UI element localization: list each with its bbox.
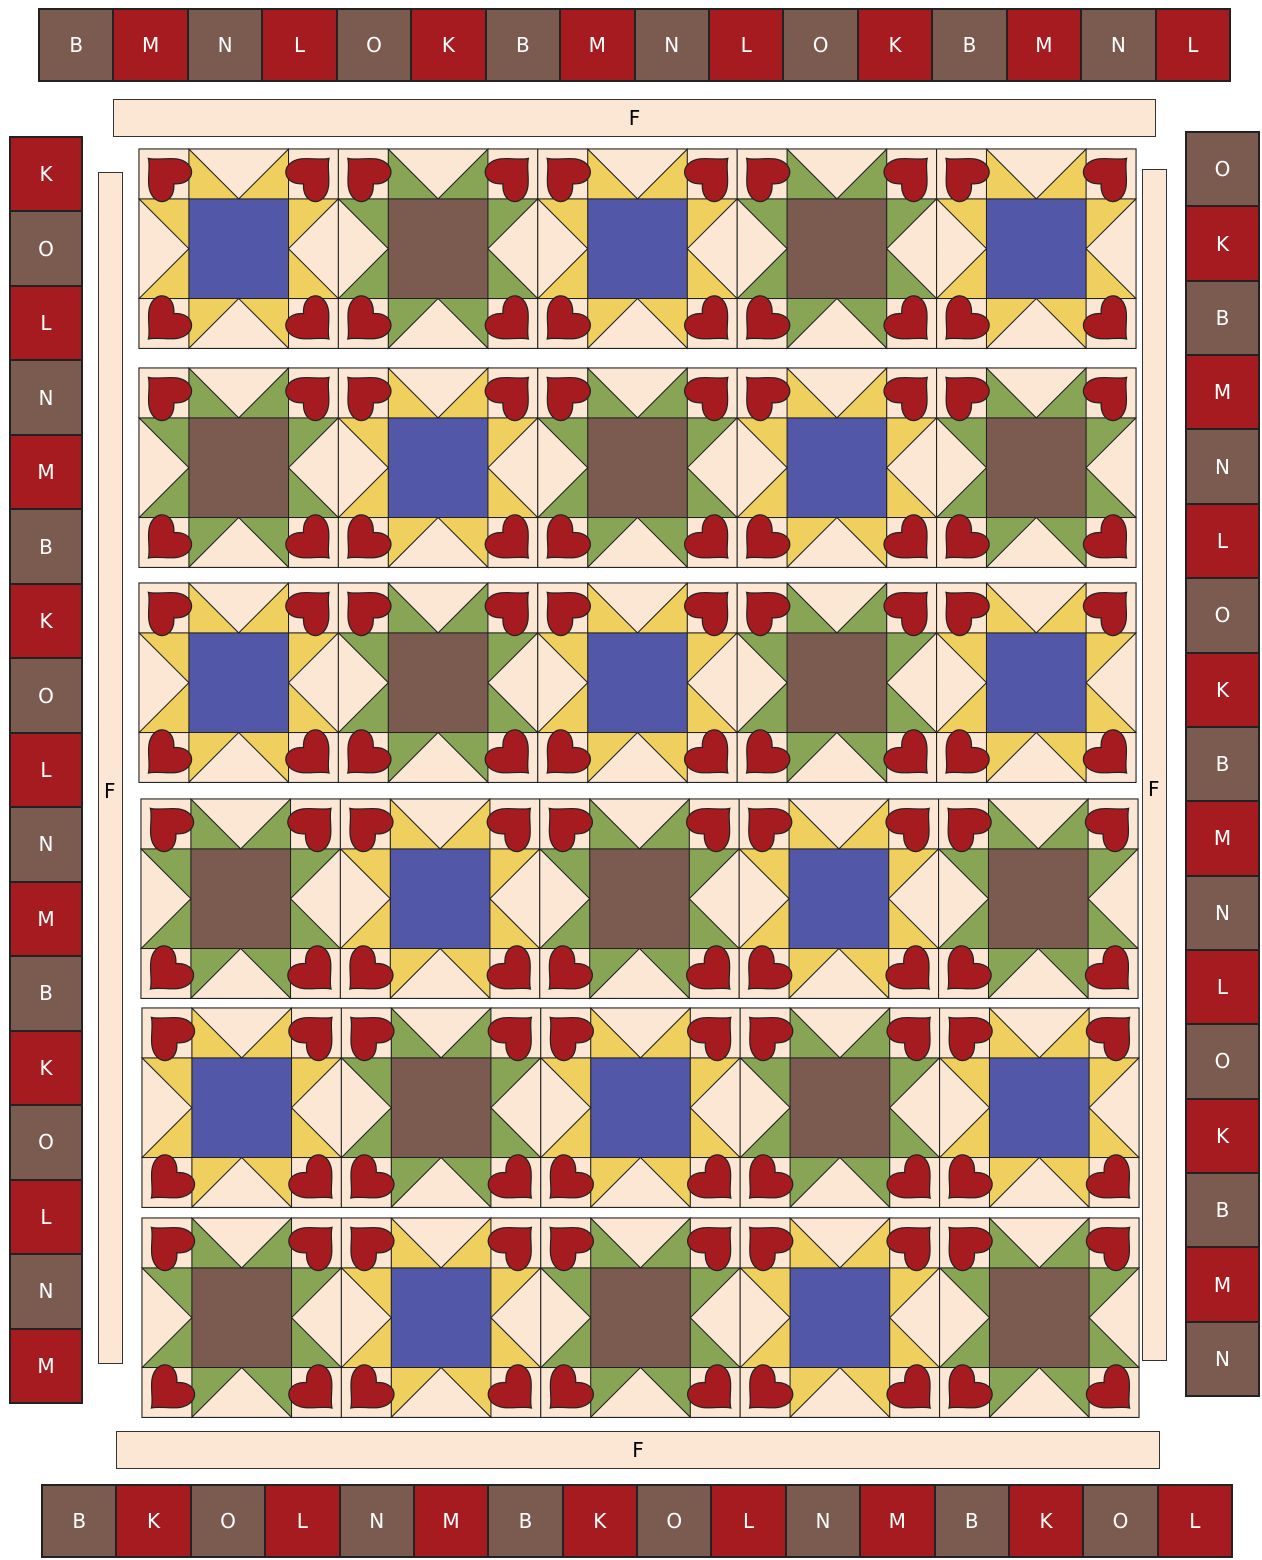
block-center-square [191, 849, 291, 949]
star-block [133, 791, 348, 1006]
block-center-square [986, 199, 1086, 299]
star-block [932, 1000, 1147, 1215]
block-center-square [790, 1058, 890, 1158]
star-block [131, 141, 346, 356]
star-block [530, 575, 745, 790]
block-center-square [989, 1268, 1089, 1368]
block-center-square [588, 199, 688, 299]
star-block [733, 1000, 948, 1215]
block-center-square [790, 1268, 890, 1368]
star-block [533, 1000, 748, 1215]
star-block [929, 575, 1144, 790]
star-block [533, 1210, 748, 1425]
star-block [931, 791, 1146, 1006]
block-center-square [789, 849, 889, 949]
block-center-square [588, 633, 688, 733]
star-block [730, 360, 945, 575]
star-block [134, 1210, 349, 1425]
block-center-square [391, 1268, 491, 1368]
star-block [929, 141, 1144, 356]
block-center-square [192, 1268, 292, 1368]
block-center-square [787, 633, 887, 733]
block-center-square [588, 418, 688, 518]
block-center-square [390, 849, 490, 949]
block-center-square [189, 418, 289, 518]
block-center-square [388, 418, 488, 518]
block-center-square [591, 1268, 691, 1368]
block-center-square [986, 633, 1086, 733]
star-block [131, 575, 346, 790]
block-center-square [591, 1058, 691, 1158]
block-row [133, 791, 1145, 1006]
block-row [134, 1210, 1146, 1425]
star-block [331, 575, 546, 790]
block-center-square [986, 418, 1086, 518]
block-center-square [787, 418, 887, 518]
star-block [134, 1000, 349, 1215]
star-block [732, 791, 947, 1006]
block-row [131, 141, 1143, 356]
star-block [929, 360, 1144, 575]
star-block [730, 575, 945, 790]
block-center-square [388, 633, 488, 733]
block-center-square [189, 199, 289, 299]
star-block [730, 141, 945, 356]
star-block [932, 1210, 1147, 1425]
star-block [331, 141, 546, 356]
star-block [333, 791, 548, 1006]
star-block [334, 1000, 549, 1215]
block-center-square [391, 1058, 491, 1158]
block-center-square [388, 199, 488, 299]
block-center-square [787, 199, 887, 299]
block-center-square [192, 1058, 292, 1158]
block-center-square [989, 1058, 1089, 1158]
star-block [733, 1210, 948, 1425]
star-block [334, 1210, 549, 1425]
block-center-square [590, 849, 690, 949]
block-row [131, 575, 1143, 790]
star-block [530, 360, 745, 575]
block-row [134, 1000, 1146, 1215]
star-block [331, 360, 546, 575]
block-center-square [189, 633, 289, 733]
block-row [131, 360, 1143, 575]
star-block [131, 360, 346, 575]
block-center-square [988, 849, 1088, 949]
star-block [532, 791, 747, 1006]
star-block [530, 141, 745, 356]
